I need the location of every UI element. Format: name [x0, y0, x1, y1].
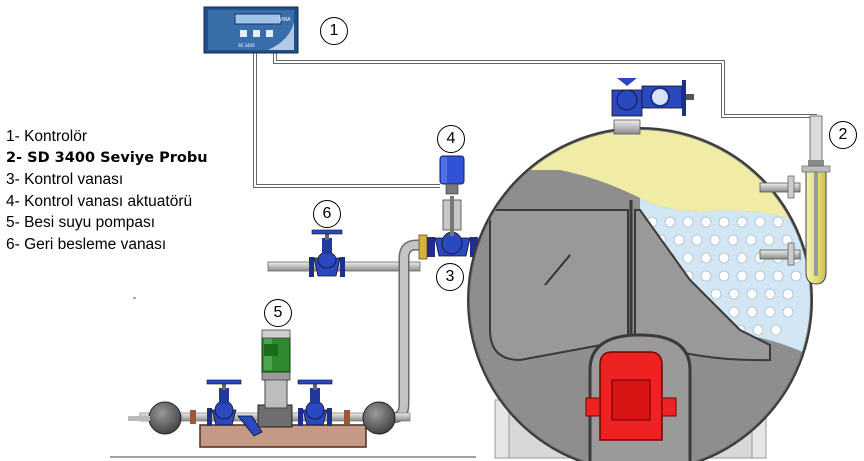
legend-item-valve-actuator: 4- Kontrol vanası aktuatörü	[6, 192, 193, 210]
burner	[585, 351, 677, 441]
valve-actuator	[439, 155, 465, 195]
callout-5: 5	[264, 299, 292, 327]
control-valve	[418, 196, 478, 260]
controller-brand: VIRA	[279, 17, 291, 23]
legend-item-control-valve: 3- Kontrol vanası	[6, 171, 124, 188]
signal-wires	[253, 50, 817, 188]
legend-item-return-valve: 6- Geri besleme vanası	[6, 235, 167, 253]
steam-valve	[611, 78, 694, 135]
callout-1: 1	[320, 17, 348, 45]
controller-model: SK 3400	[238, 43, 255, 48]
pump-unit	[110, 329, 476, 458]
callout-2: 2	[829, 121, 857, 149]
legend-item-controller: 1- Kontrolör	[6, 128, 87, 145]
callout-4: 4	[437, 125, 465, 153]
level-probe	[759, 115, 831, 285]
legend-item-feed-pump: 5- Besi suyu pompası	[6, 214, 156, 231]
callout-6: 6	[313, 200, 341, 228]
controller	[203, 6, 299, 54]
legend-item-level-probe: 2- SD 3400 Seviye Probu	[6, 149, 208, 166]
callout-3: 3	[436, 263, 464, 291]
legend: 1- Kontrolör 2- SD 3400 Seviye Probu 3- …	[6, 126, 208, 255]
return-line	[267, 229, 421, 277]
